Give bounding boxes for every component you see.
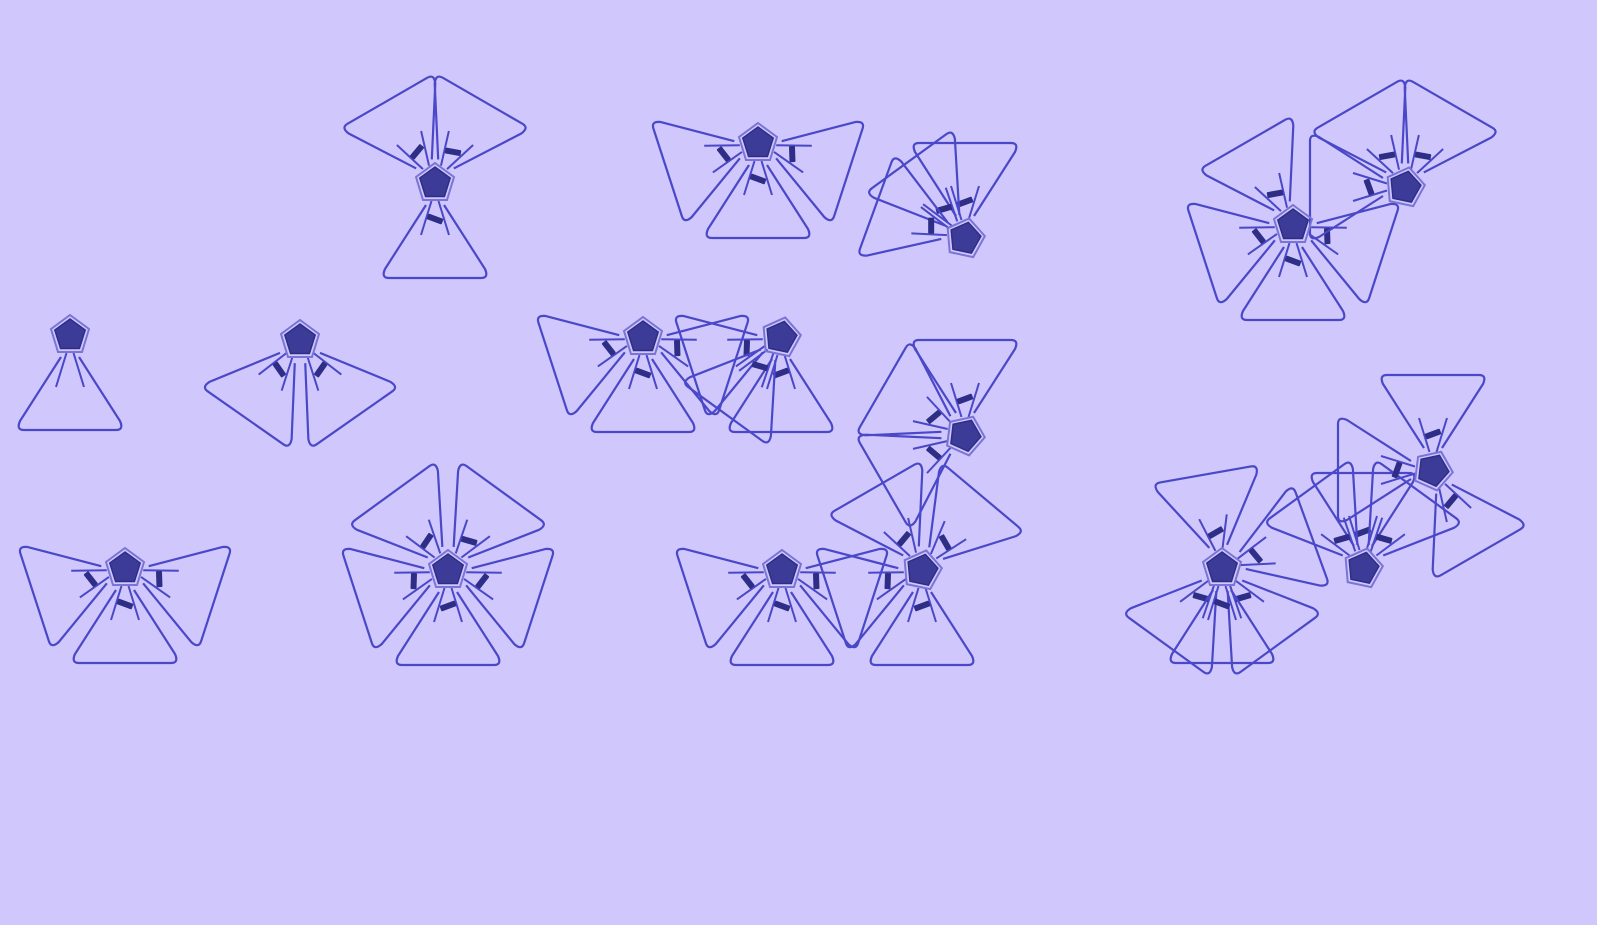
vertex-hub (51, 315, 89, 352)
assembly-dimer (203, 320, 396, 447)
connector-clip (1251, 228, 1266, 244)
petal-lobe (1187, 182, 1292, 303)
petal-lobe (816, 527, 921, 648)
connector-clip (1444, 493, 1459, 509)
connector-clip (426, 213, 443, 224)
assembly-monomer (19, 315, 122, 430)
assembly-l-shaped-chain (676, 340, 1023, 665)
assembly-branched-chain (1125, 375, 1525, 675)
connector-clip (314, 361, 328, 378)
connector-clip (939, 534, 952, 551)
connector-clip (749, 173, 766, 184)
vertex-hub (106, 548, 144, 585)
connector-clip (956, 393, 973, 404)
vertex-hub (1409, 444, 1459, 493)
assembly-double-hub-row (537, 294, 833, 444)
petal-lobe (707, 161, 810, 238)
connector-clip (773, 600, 790, 611)
petal-lobe (1398, 460, 1525, 578)
connector-clip (1363, 178, 1374, 195)
petal-lobe (1221, 487, 1328, 610)
connector-clip (928, 218, 934, 234)
vertex-hub (1341, 544, 1386, 588)
petal-lobe (644, 294, 749, 415)
connector-clip (1415, 151, 1432, 160)
connector-clip (751, 361, 768, 371)
petal-lobe (676, 527, 781, 648)
assembly-zigzag-chain (652, 100, 1017, 280)
vertex-hub (281, 320, 319, 357)
assembly-twin-hub-cluster (1187, 79, 1497, 320)
assembly-trimer-closed (343, 75, 527, 278)
petal-lobe (759, 100, 864, 221)
vertex-hub (943, 214, 988, 258)
connector-clip (1391, 461, 1402, 478)
assembly-pentamer (342, 463, 554, 665)
petal-lobe (675, 294, 780, 415)
assemblies-layer (19, 75, 1525, 675)
petal-lobe (1338, 419, 1415, 522)
petal-lobe (397, 588, 500, 665)
connector-clip (461, 536, 478, 546)
vertex-hub (763, 550, 801, 587)
petal-lobe (652, 100, 757, 221)
petal-lobe (592, 355, 695, 432)
connector-clip (1267, 189, 1284, 198)
connector-clip (156, 571, 163, 587)
petal-lobe (19, 353, 122, 430)
petal-lobe (537, 294, 642, 415)
petal-lobe (74, 586, 177, 663)
assembly-trimer-open (19, 525, 231, 663)
connector-clip (1284, 255, 1301, 266)
petal-lobe (126, 525, 231, 646)
petal-lobe (731, 588, 834, 665)
petal-lobe (384, 201, 487, 278)
connector-clip (926, 446, 942, 461)
connector-clip (1248, 548, 1263, 564)
connector-clip (789, 146, 796, 162)
connector-clip (83, 571, 98, 587)
connector-clip (410, 144, 425, 160)
connector-clip (674, 340, 681, 356)
connector-clip (740, 573, 755, 589)
connector-clip (884, 573, 891, 589)
connector-clip (926, 410, 942, 425)
petal-lobe (19, 525, 124, 646)
connector-clip (410, 573, 417, 589)
connector-clip (445, 147, 462, 156)
connector-clip (1379, 151, 1396, 160)
connector-clip (420, 533, 434, 550)
connector-clip (475, 573, 490, 589)
connector-clip (601, 340, 616, 356)
connector-clip (634, 367, 651, 378)
vertex-hub (1203, 548, 1241, 585)
petal-lobe (1382, 375, 1485, 452)
connector-clip (897, 531, 912, 547)
connector-clip (813, 573, 820, 589)
petal-lobe (871, 588, 974, 665)
vertex-hub (739, 123, 777, 160)
vertex-hub (759, 313, 804, 357)
connector-clip (1376, 534, 1393, 544)
vertex-hub (429, 550, 467, 587)
vertex-hub (624, 317, 662, 354)
connector-clip (1424, 428, 1441, 439)
connector-clip (1333, 534, 1350, 544)
connector-clip (716, 146, 731, 162)
connector-clip (913, 600, 930, 611)
connector-clip (272, 361, 286, 378)
connector-clip (439, 600, 456, 611)
connector-clip (1207, 526, 1224, 539)
petal-lobe (1155, 466, 1269, 560)
petal-lobe (1242, 243, 1345, 320)
petal-lobe (783, 527, 888, 648)
petal-lobe (858, 157, 965, 280)
petal-lobe (914, 340, 1017, 417)
connector-clip (116, 598, 133, 609)
